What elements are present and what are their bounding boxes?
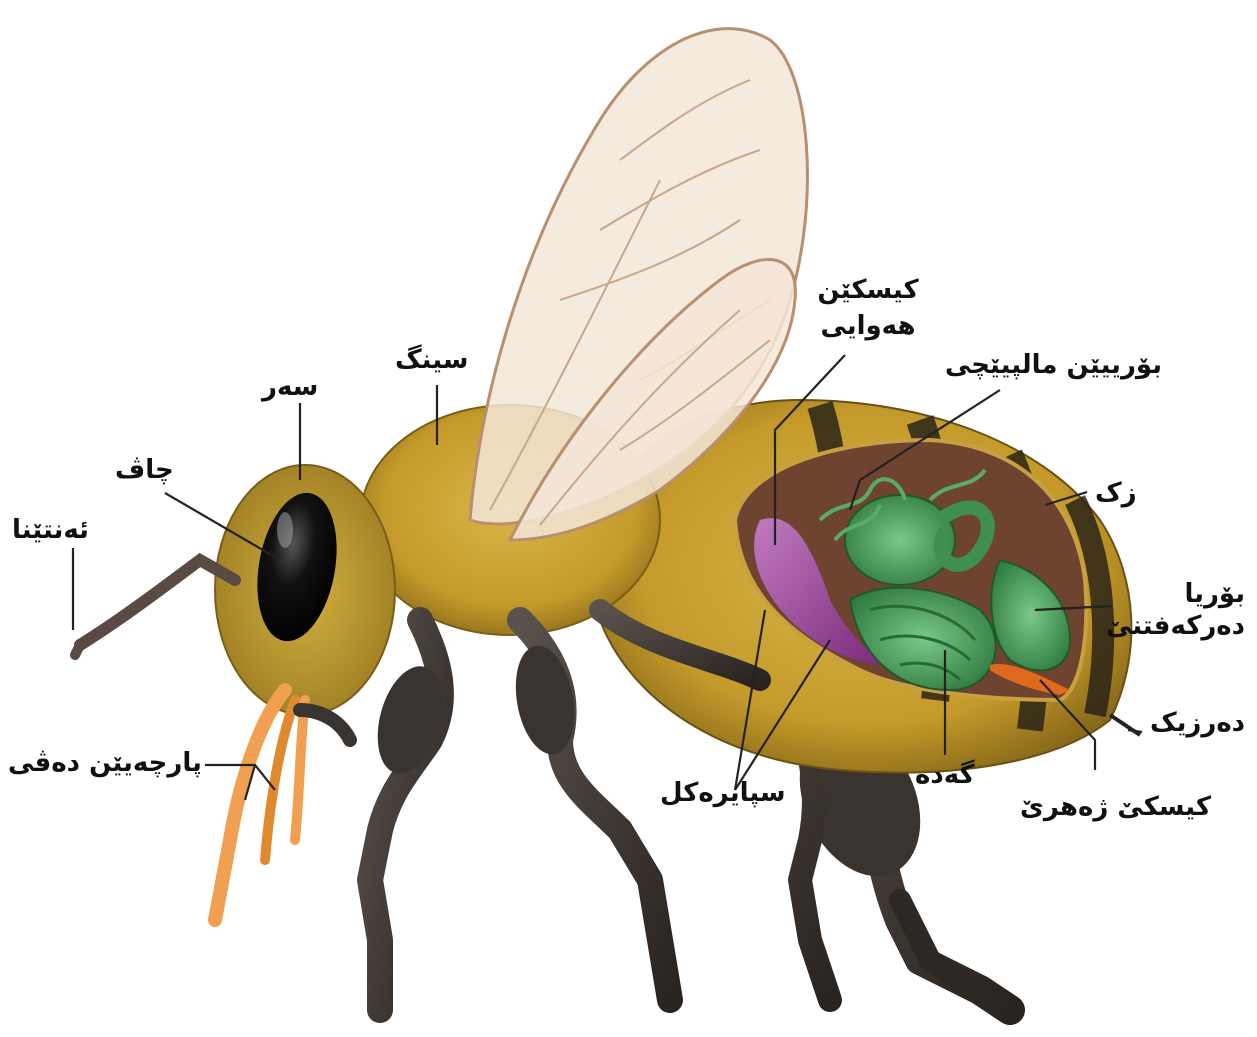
leader-sting xyxy=(1128,730,1142,732)
label-abdomen: زک xyxy=(1095,478,1137,508)
label-eye: چاڤ xyxy=(115,455,174,485)
antenna xyxy=(75,560,235,655)
label-spiracles: سپایرەکل xyxy=(660,778,786,808)
front-leg xyxy=(367,620,453,1010)
label-mouthparts: پارچەیێن دەڤی xyxy=(8,748,202,778)
label-excretory-tube: بۆریا دەرکەفتنێ xyxy=(1105,578,1245,642)
label-head: سەر xyxy=(262,372,318,402)
label-sting: دەرزیک xyxy=(1150,708,1245,738)
label-air-sac: کیسکێن هەوایی xyxy=(808,272,928,344)
label-antenna: ئەنتێنا xyxy=(12,515,89,545)
label-malpighian: بۆرییێن مالپیێچی xyxy=(945,350,1162,380)
label-stomach: گەدە xyxy=(915,760,975,790)
label-thorax: سینگ xyxy=(395,345,468,375)
head xyxy=(215,465,395,715)
label-venom-sac: کیسکێ ژەهرێ xyxy=(1020,792,1211,822)
mouthparts xyxy=(215,690,350,920)
